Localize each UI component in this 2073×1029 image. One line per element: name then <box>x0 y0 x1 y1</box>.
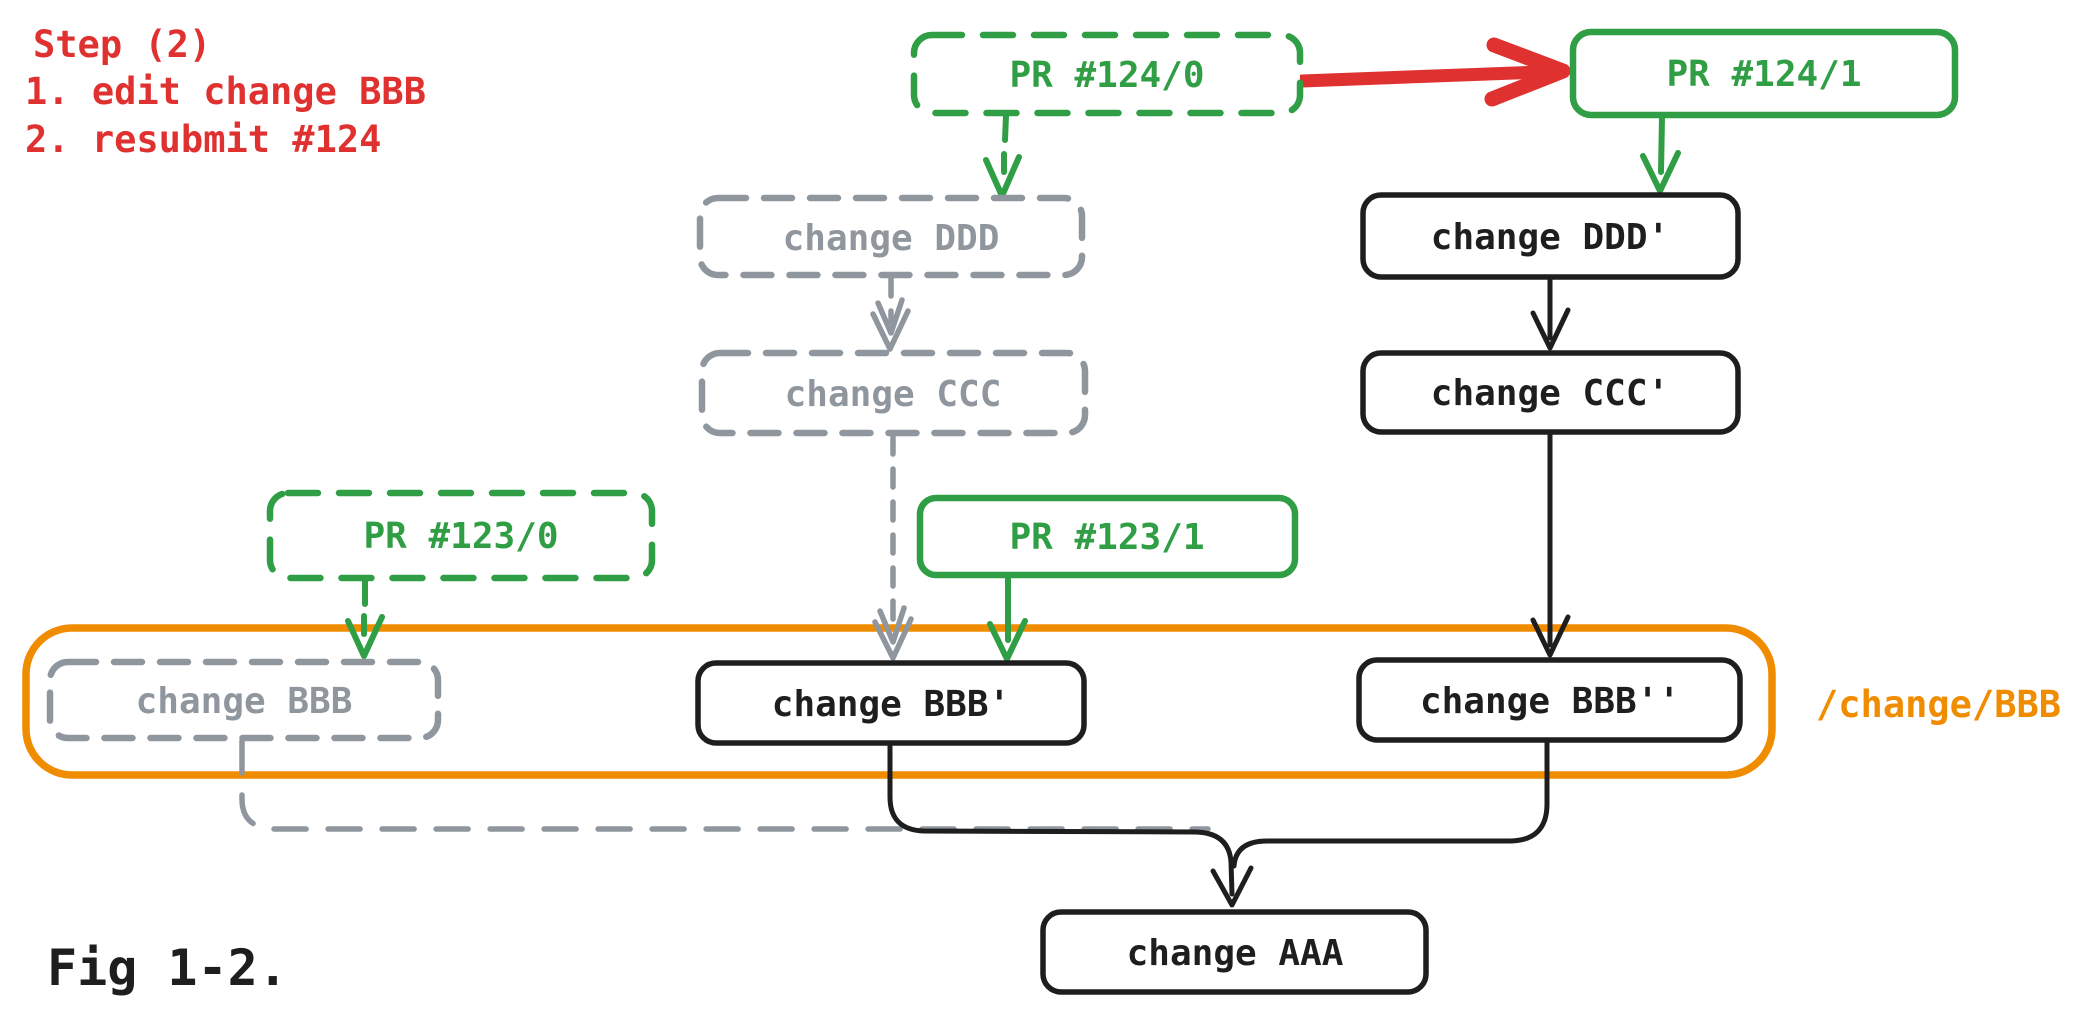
node-label: PR #124/1 <box>1666 54 1861 95</box>
node-box <box>1040 909 1429 995</box>
arrow-change-ddd-prime-to-ccc-prime <box>1530 277 1571 351</box>
node-change-ccc-prime: change CCC' <box>1360 350 1741 435</box>
node-change-bbb: change BBB <box>46 658 442 742</box>
node-label: change BBB'' <box>1420 681 1680 722</box>
node-pr-123-1: PR #123/1 <box>916 494 1299 579</box>
arrow-stem <box>1658 114 1665 175</box>
node-change-ddd-prime: change DDD' <box>1360 192 1741 280</box>
step-note-item-2: 2. resubmit #124 <box>25 118 381 161</box>
node-box <box>696 194 1086 279</box>
node-label: change AAA <box>1127 933 1344 974</box>
arrow-head <box>1640 150 1681 194</box>
node-box <box>1569 28 1959 119</box>
branch-lane-label: /change/BBB <box>1816 683 2061 726</box>
node-label: change CCC <box>785 374 1002 415</box>
node-box <box>695 660 1087 746</box>
step-note-title: Step (2) <box>33 23 211 66</box>
node-change-bbb-prime: change BBB' <box>695 660 1087 746</box>
arrow-head <box>1530 614 1571 658</box>
node-label: PR #124/0 <box>1009 55 1204 96</box>
arrow-head <box>870 308 911 352</box>
node-box <box>266 489 656 582</box>
node-change-bbb-double-prime: change BBB'' <box>1356 657 1743 743</box>
merge-paths-to-change-aaa <box>239 738 1550 908</box>
node-box <box>1360 192 1741 280</box>
step-note-item-1: 1. edit change BBB <box>25 70 426 113</box>
arrow-head-inner <box>875 297 905 336</box>
arrow-change-ddd-to-ccc <box>870 275 911 352</box>
arrow-pr124-0-to-change-ddd <box>983 113 1022 199</box>
node-box <box>916 494 1299 579</box>
node-change-aaa: change AAA <box>1040 909 1429 995</box>
arrow-stem <box>1002 113 1009 143</box>
arrow-pr124-1-to-change-ddd-prime <box>1640 114 1681 194</box>
node-box <box>910 31 1304 117</box>
node-label: change DDD <box>783 218 1000 259</box>
figure-caption: Fig 1-2. <box>47 939 288 997</box>
arrow-change-ccc-to-bbb-prime <box>872 433 914 661</box>
arrow-pr123-1-to-change-bbb-prime <box>987 574 1028 662</box>
node-pr-124-0: PR #124/0 <box>910 31 1304 117</box>
arrow-head <box>345 614 385 659</box>
arrow-resubmit-red-head <box>1484 37 1571 107</box>
node-label: change DDD' <box>1431 217 1669 258</box>
node-label: change BBB' <box>772 684 1010 725</box>
node-box <box>698 349 1089 437</box>
node-pr-124-1: PR #124/1 <box>1569 28 1959 119</box>
arrow-head-inner <box>877 605 907 645</box>
arrow-resubmit-red-stem <box>1295 65 1547 88</box>
arrow-pr123-0-to-change-bbb <box>345 578 385 659</box>
node-label: PR #123/0 <box>363 516 558 557</box>
node-label: PR #123/1 <box>1009 517 1204 558</box>
merge-rail-change-bbb-prime <box>887 742 1235 897</box>
merge-rail-change-bbb <box>239 738 1211 832</box>
arrow-head <box>987 618 1028 662</box>
arrow-head <box>1530 307 1571 351</box>
node-pr-123-0: PR #123/0 <box>266 489 656 582</box>
step-note: Step (2) 1. edit change BBB 2. resubmit … <box>25 23 426 161</box>
merge-arrow-head <box>1210 865 1254 908</box>
merge-rail-change-bbb-double-prime <box>1231 739 1550 869</box>
node-label: change BBB <box>136 681 353 722</box>
node-box <box>1360 350 1741 435</box>
arrow-head <box>872 616 914 661</box>
node-change-ccc: change CCC <box>698 349 1089 437</box>
arrow-resubmit-red <box>1295 37 1571 107</box>
node-box <box>1356 657 1743 743</box>
arrow-change-ccc-prime-to-bbb-double-prime <box>1530 432 1571 658</box>
node-box <box>46 658 442 742</box>
node-change-ddd: change DDD <box>696 194 1086 279</box>
node-label: change CCC' <box>1431 373 1669 414</box>
